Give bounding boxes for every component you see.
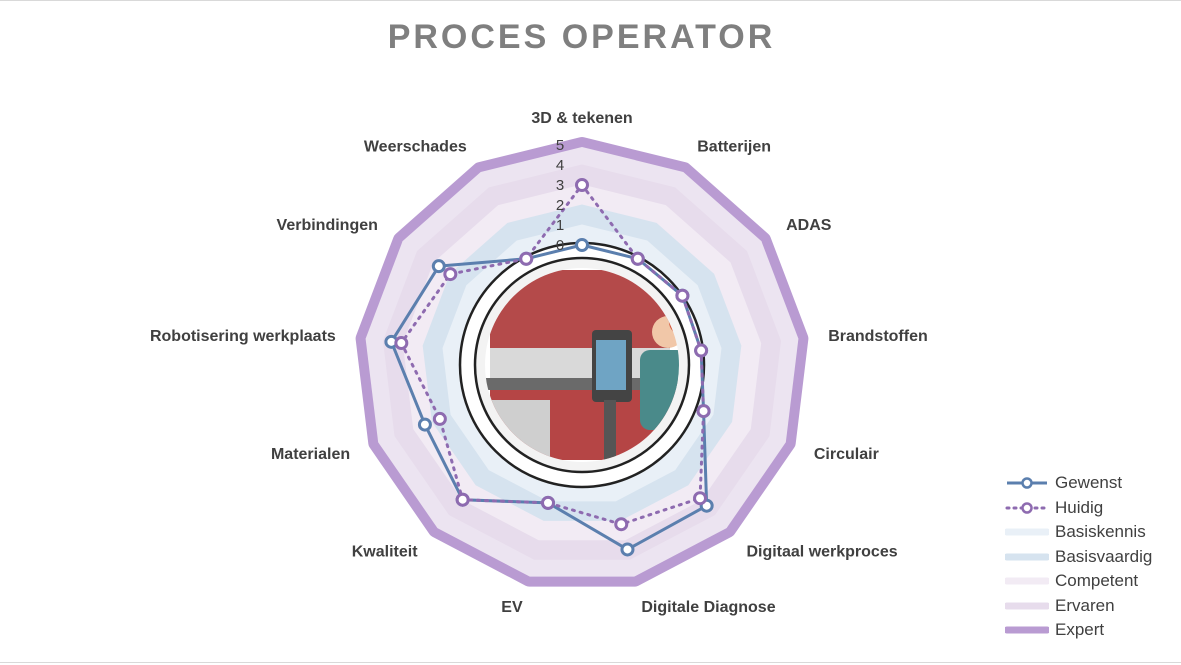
series-line-huidig (399, 183, 706, 526)
legend-item-ervaren: Ervaren (1005, 594, 1152, 619)
legend-swatch-gewenst (1007, 477, 1047, 489)
legend-label: Basisvaardig (1055, 546, 1153, 566)
series-marker-gewenst (620, 542, 635, 557)
axis-label-3d-tekenen: 3D & tekenen (531, 110, 632, 127)
axis-label-digitale-diagnose: Digitale Diagnose (641, 599, 775, 616)
legend-swatch-basisvaardig (1005, 553, 1049, 561)
series-marker-gewenst (417, 417, 432, 432)
series-marker-huidig (693, 491, 708, 506)
legend-label: Basiskennis (1055, 522, 1146, 542)
legend-item-basiskennis: Basiskennis (1005, 520, 1152, 545)
series-layer (384, 178, 714, 557)
frame-top-border (0, 0, 1181, 1)
legend-swatch-ervaren (1005, 602, 1049, 610)
series-marker-huidig (394, 336, 409, 351)
axis-label-adas: ADAS (786, 217, 832, 234)
legend-swatch-basiskennis (1005, 528, 1049, 536)
series-marker-huidig (541, 495, 556, 510)
series-marker-huidig (432, 411, 447, 426)
legend-label: Ervaren (1055, 595, 1115, 615)
legend-item-gewenst: Gewenst (1005, 471, 1152, 496)
frame-bottom-border (0, 662, 1181, 663)
series-marker-huidig (630, 251, 645, 266)
legend-item-huidig: Huidig (1005, 496, 1152, 521)
axis-label-brandstoffen: Brandstoffen (828, 328, 928, 345)
tick-label: 3 (556, 177, 564, 194)
legend-item-competent: Competent (1005, 569, 1152, 594)
legend-label: Competent (1055, 571, 1139, 591)
legend-label: Expert (1055, 620, 1105, 640)
series-marker-gewenst (431, 259, 446, 274)
tick-label: 0 (556, 237, 564, 254)
tick-label: 2 (556, 197, 564, 214)
axis-label-batterijen: Batterijen (697, 138, 771, 155)
center-illustration (458, 241, 706, 489)
legend-item-basisvaardig: Basisvaardig (1005, 545, 1152, 570)
legend-label: Huidig (1055, 497, 1104, 517)
series-marker-huidig (694, 343, 709, 358)
series-marker-huidig (575, 178, 589, 192)
series-marker-huidig (696, 404, 711, 419)
legend-swatch-competent (1005, 577, 1049, 585)
radial-tick-labels: 0 1 2 3 4 5 (556, 137, 564, 254)
series-marker-huidig (519, 251, 534, 266)
legend-swatch-expert (1005, 626, 1049, 634)
axis-label-verbindingen: Verbindingen (277, 217, 378, 234)
chart-title: PROCES OPERATOR (387, 18, 776, 56)
series-marker-huidig (614, 517, 629, 532)
axis-label-circulair: Circulair (814, 446, 879, 463)
axis-label-kwaliteit: Kwaliteit (352, 544, 418, 561)
legend-swatch-huidig (1005, 502, 1049, 514)
series-marker-gewenst (575, 238, 589, 252)
tick-label: 5 (556, 137, 564, 154)
axis-label-ev: EV (501, 599, 523, 616)
series-marker-huidig (675, 288, 690, 303)
axis-label-weerschades: Weerschades (364, 138, 467, 155)
axis-label-digitaal-werkproces: Digitaal werkproces (746, 544, 897, 561)
legend-label: Gewenst (1055, 473, 1123, 493)
series-marker-huidig (455, 492, 470, 507)
axis-label-robotisering-werkplaats: Robotisering werkplaats (150, 328, 336, 345)
tick-label: 4 (556, 157, 564, 174)
axis-label-materialen: Materialen (271, 446, 350, 463)
series-marker-huidig (443, 267, 458, 282)
legend-item-expert: Expert (1005, 618, 1152, 643)
tick-label: 1 (556, 217, 564, 234)
